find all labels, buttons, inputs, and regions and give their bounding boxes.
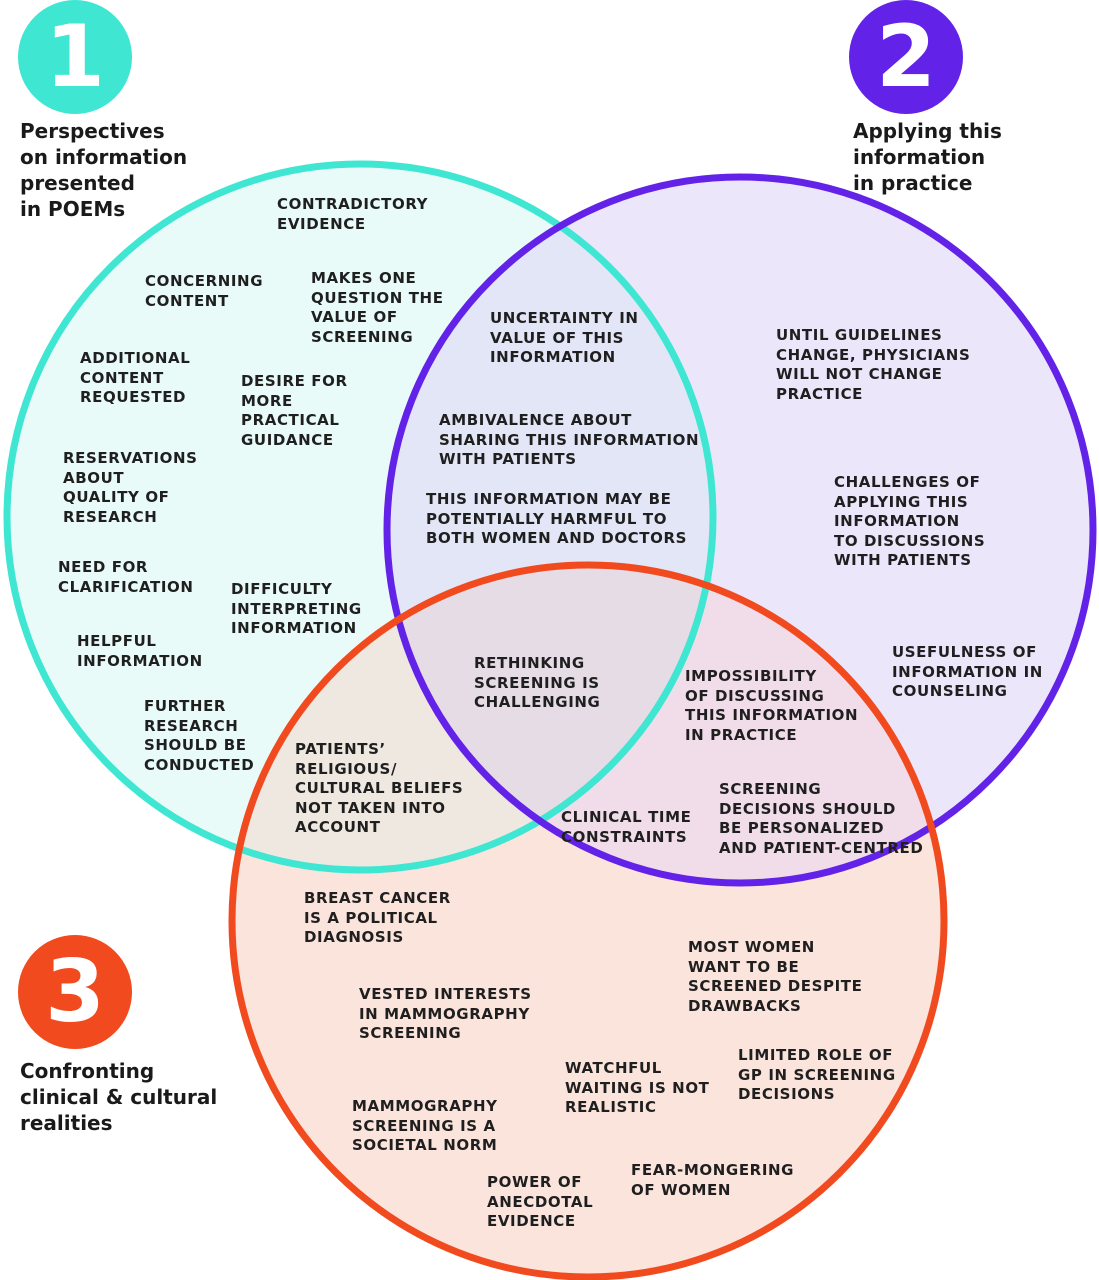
label-additional-content: ADDITIONAL CONTENT REQUESTED	[80, 349, 191, 406]
venn-outlines	[3, 160, 1097, 1280]
label-further-research: FURTHER RESEARCH SHOULD BE CONDUCTED	[144, 697, 255, 774]
label-personalized-decisions: SCREENING DECISIONS SHOULD BE PERSONALIZ…	[719, 780, 924, 857]
label-vested-interests: VESTED INTERESTS IN MAMMOGRAPHY SCREENIN…	[359, 985, 532, 1042]
circle-2-outline	[383, 173, 1097, 887]
label-most-women: MOST WOMEN WANT TO BE SCREENED DESPITE D…	[688, 938, 863, 1015]
label-limited-role-gp: LIMITED ROLE OF GP IN SCREENING DECISION…	[738, 1046, 896, 1103]
overlap-1-3	[232, 565, 713, 870]
label-fear-mongering: FEAR-MONGERING OF WOMEN	[631, 1161, 795, 1199]
label-clinical-time: CLINICAL TIME CONSTRAINTS	[561, 808, 692, 846]
label-patients-beliefs: PATIENTS’ RELIGIOUS/ CULTURAL BELIEFS NO…	[295, 740, 464, 836]
label-desire-guidance: DESIRE FOR MORE PRACTICAL GUIDANCE	[241, 372, 348, 449]
label-political-diagnosis: BREAST CANCER IS A POLITICAL DIAGNOSIS	[304, 889, 451, 946]
label-difficulty-interpreting: DIFFICULTY INTERPRETING INFORMATION	[231, 580, 362, 637]
label-uncertainty-value: UNCERTAINTY IN VALUE OF THIS INFORMATION	[490, 309, 639, 366]
label-until-guidelines: UNTIL GUIDELINES CHANGE, PHYSICIANS WILL…	[776, 326, 971, 403]
section-1-number-badge: 1	[18, 0, 132, 114]
label-anecdotal-evidence: POWER OF ANECDOTAL EVIDENCE	[487, 1173, 594, 1230]
label-rethinking-screening: RETHINKING SCREENING IS CHALLENGING	[474, 654, 601, 711]
circle-3-outline	[228, 561, 948, 1280]
label-concerning-content: CONCERNING CONTENT	[145, 272, 264, 310]
label-reservations-quality: RESERVATIONS ABOUT QUALITY OF RESEARCH	[63, 449, 198, 526]
label-potentially-harmful: THIS INFORMATION MAY BE POTENTIALLY HARM…	[426, 490, 688, 547]
label-ambivalence-sharing: AMBIVALENCE ABOUT SHARING THIS INFORMATI…	[439, 411, 700, 468]
label-helpful-information: HELPFUL INFORMATION	[77, 632, 203, 670]
label-watchful-waiting: WATCHFUL WAITING IS NOT REALISTIC	[565, 1059, 710, 1116]
label-contradictory-evidence: CONTRADICTORY EVIDENCE	[277, 195, 429, 233]
circle-1-outline	[3, 160, 717, 874]
section-1-heading: Perspectives on information presented in…	[20, 119, 188, 221]
label-makes-one-question: MAKES ONE QUESTION THE VALUE OF SCREENIN…	[311, 269, 444, 346]
label-challenges-applying: CHALLENGES OF APPLYING THIS INFORMATION …	[834, 473, 986, 569]
venn-fills	[7, 164, 1093, 1277]
section-3-heading: Confronting clinical & cultural realitie…	[20, 1059, 218, 1135]
label-need-clarification: NEED FOR CLARIFICATION	[58, 558, 194, 596]
label-impossibility-discussing: IMPOSSIBILITY OF DISCUSSING THIS INFORMA…	[685, 667, 859, 744]
section-2-number-badge: 2	[849, 0, 963, 114]
label-usefulness-counseling: USEFULNESS OF INFORMATION IN COUNSELING	[892, 643, 1043, 700]
section-2-heading: Applying this information in practice	[853, 119, 1002, 195]
label-societal-norm: MAMMOGRAPHY SCREENING IS A SOCIETAL NORM	[352, 1097, 498, 1154]
section-3-number-badge: 3	[18, 935, 132, 1049]
